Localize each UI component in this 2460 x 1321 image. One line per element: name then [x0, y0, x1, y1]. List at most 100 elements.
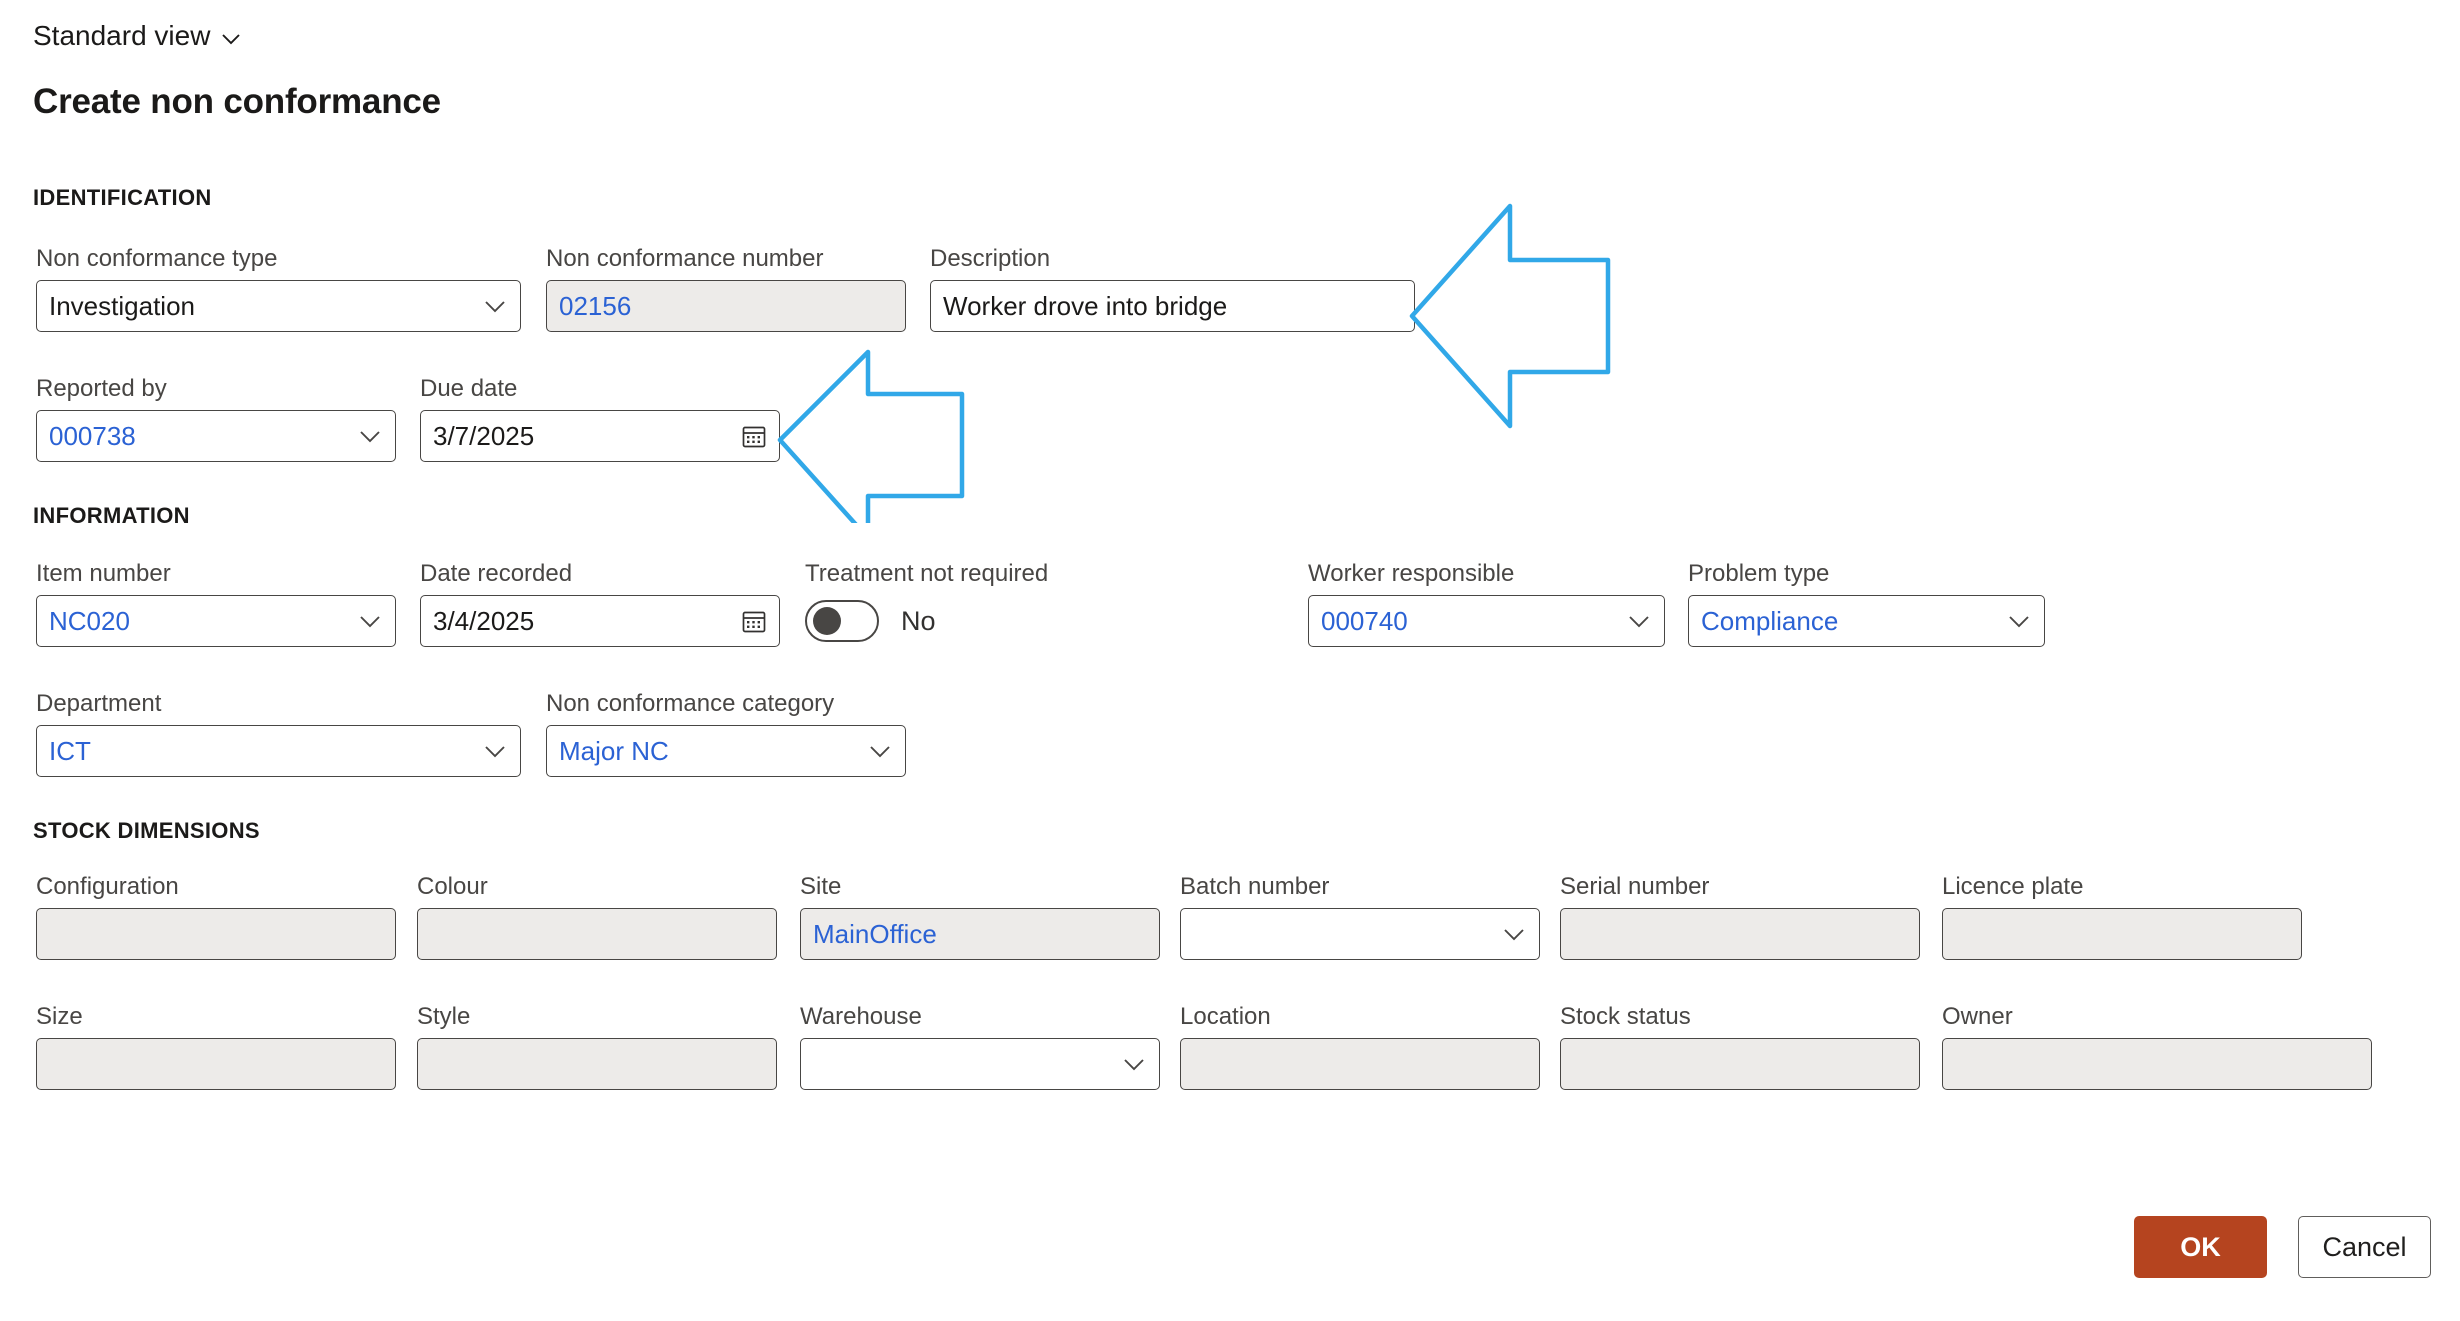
label-non-conformance-type: Non conformance type — [36, 245, 278, 272]
label-worker-responsible: Worker responsible — [1308, 560, 1515, 587]
field-item-number: Item number NC020 — [36, 560, 396, 647]
chevron-down-icon[interactable] — [482, 293, 508, 319]
field-licence-plate: Licence plate — [1942, 873, 2302, 960]
input-non-conformance-category[interactable]: Major NC — [546, 725, 906, 777]
input-size[interactable] — [36, 1038, 396, 1090]
value-non-conformance-number: 02156 — [559, 290, 632, 321]
toggle-treatment-not-required[interactable]: No — [805, 595, 1135, 647]
field-reported-by: Reported by 000738 — [36, 375, 396, 462]
value-site: MainOffice — [813, 918, 937, 949]
input-location[interactable] — [1180, 1038, 1540, 1090]
field-treatment-not-required: Treatment not required No — [805, 560, 1135, 647]
chevron-down-icon — [220, 25, 242, 47]
section-heading-identification: IDENTIFICATION — [33, 185, 212, 210]
value-date-recorded: 3/4/2025 — [433, 605, 535, 636]
value-reported-by: 000738 — [49, 420, 136, 451]
input-non-conformance-number[interactable]: 02156 — [546, 280, 906, 332]
value-department: ICT — [49, 735, 91, 766]
input-owner[interactable] — [1942, 1038, 2372, 1090]
input-configuration[interactable] — [36, 908, 396, 960]
label-serial-number: Serial number — [1560, 873, 1710, 900]
label-colour: Colour — [417, 873, 488, 900]
field-colour: Colour — [417, 873, 777, 960]
input-department[interactable]: ICT — [36, 725, 521, 777]
field-configuration: Configuration — [36, 873, 396, 960]
field-non-conformance-type: Non conformance type Investigation — [36, 245, 521, 332]
field-problem-type: Problem type Compliance — [1688, 560, 2045, 647]
label-item-number: Item number — [36, 560, 171, 587]
chevron-down-icon[interactable] — [1626, 608, 1652, 634]
input-due-date[interactable]: 3/7/2025 — [420, 410, 780, 462]
value-worker-responsible: 000740 — [1321, 605, 1408, 636]
input-stock-status[interactable] — [1560, 1038, 1920, 1090]
value-non-conformance-type: Investigation — [49, 290, 195, 321]
input-date-recorded[interactable]: 3/4/2025 — [420, 595, 780, 647]
chevron-down-icon[interactable] — [1121, 1051, 1147, 1077]
input-batch-number[interactable] — [1180, 908, 1540, 960]
label-treatment-not-required: Treatment not required — [805, 560, 1049, 587]
field-warehouse: Warehouse — [800, 1003, 1160, 1090]
input-serial-number[interactable] — [1560, 908, 1920, 960]
label-configuration: Configuration — [36, 873, 179, 900]
toggle-switch[interactable] — [805, 600, 879, 642]
label-owner: Owner — [1942, 1003, 2013, 1030]
input-description[interactable]: Worker drove into bridge — [930, 280, 1415, 332]
chevron-down-icon[interactable] — [2006, 608, 2032, 634]
chevron-down-icon[interactable] — [867, 738, 893, 764]
label-batch-number: Batch number — [1180, 873, 1330, 900]
label-licence-plate: Licence plate — [1942, 873, 2084, 900]
toggle-knob — [813, 607, 841, 635]
label-date-recorded: Date recorded — [420, 560, 573, 587]
field-date-recorded: Date recorded 3/4/2025 — [420, 560, 780, 647]
field-description: Description Worker drove into bridge — [930, 245, 1415, 332]
field-non-conformance-category: Non conformance category Major NC — [546, 690, 906, 777]
calendar-icon[interactable] — [741, 423, 767, 449]
cancel-button[interactable]: Cancel — [2298, 1216, 2431, 1278]
label-department: Department — [36, 690, 162, 717]
field-owner: Owner — [1942, 1003, 2372, 1090]
input-item-number[interactable]: NC020 — [36, 595, 396, 647]
field-department: Department ICT — [36, 690, 521, 777]
input-style[interactable] — [417, 1038, 777, 1090]
chevron-down-icon[interactable] — [357, 423, 383, 449]
page-title: Create non conformance — [33, 82, 441, 121]
value-non-conformance-category: Major NC — [559, 735, 669, 766]
label-site: Site — [800, 873, 842, 900]
input-licence-plate[interactable] — [1942, 908, 2302, 960]
view-switcher[interactable]: Standard view — [33, 20, 242, 52]
label-style: Style — [417, 1003, 471, 1030]
label-non-conformance-number: Non conformance number — [546, 245, 824, 272]
input-site[interactable]: MainOffice — [800, 908, 1160, 960]
label-due-date: Due date — [420, 375, 518, 402]
label-size: Size — [36, 1003, 83, 1030]
chevron-down-icon[interactable] — [1501, 921, 1527, 947]
section-heading-information: INFORMATION — [33, 503, 190, 528]
input-warehouse[interactable] — [800, 1038, 1160, 1090]
value-description: Worker drove into bridge — [943, 290, 1228, 321]
input-colour[interactable] — [417, 908, 777, 960]
field-site: Site MainOffice — [800, 873, 1160, 960]
field-location: Location — [1180, 1003, 1540, 1090]
input-problem-type[interactable]: Compliance — [1688, 595, 2045, 647]
input-non-conformance-type[interactable]: Investigation — [36, 280, 521, 332]
label-non-conformance-category: Non conformance category — [546, 690, 835, 717]
ok-button[interactable]: OK — [2134, 1216, 2267, 1278]
field-serial-number: Serial number — [1560, 873, 1920, 960]
annotation-arrow-description — [1409, 203, 1611, 429]
annotation-arrow-due-date — [777, 349, 965, 523]
label-warehouse: Warehouse — [800, 1003, 922, 1030]
value-item-number: NC020 — [49, 605, 130, 636]
calendar-icon[interactable] — [741, 608, 767, 634]
toggle-state-label: No — [901, 605, 936, 636]
label-stock-status: Stock status — [1560, 1003, 1691, 1030]
chevron-down-icon[interactable] — [357, 608, 383, 634]
field-size: Size — [36, 1003, 396, 1090]
input-worker-responsible[interactable]: 000740 — [1308, 595, 1665, 647]
input-reported-by[interactable]: 000738 — [36, 410, 396, 462]
field-stock-status: Stock status — [1560, 1003, 1920, 1090]
label-reported-by: Reported by — [36, 375, 167, 402]
value-due-date: 3/7/2025 — [433, 420, 535, 451]
chevron-down-icon[interactable] — [482, 738, 508, 764]
label-problem-type: Problem type — [1688, 560, 1830, 587]
